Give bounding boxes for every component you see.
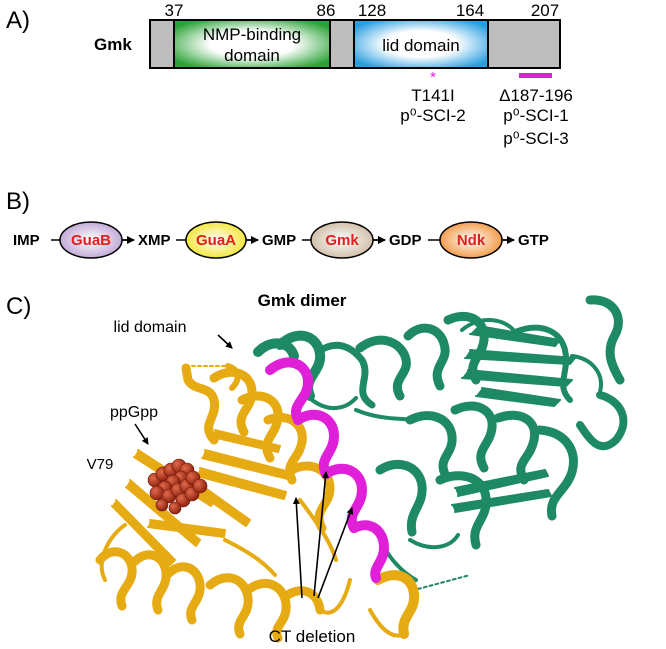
ppgpp-annotation: ppGpp — [110, 404, 158, 421]
deletion-bar-marker — [519, 73, 552, 78]
panel-b-label: B) — [6, 188, 30, 215]
deletion-strain-1: p⁰-SCI-1 — [503, 106, 568, 125]
nmp-domain-label-line2: domain — [224, 46, 280, 65]
enzyme-guaa-label: GuaA — [196, 232, 236, 249]
mutation-asterisk-marker: * — [430, 69, 436, 86]
ct-deletion-arrow-middle — [313, 471, 329, 597]
ppgpp-ligand — [147, 458, 208, 515]
deletion-strain-3: p⁰-SCI-3 — [503, 129, 568, 148]
ct-deletion-arrow-left — [292, 497, 303, 599]
lid-domain — [353, 19, 489, 69]
nmp-domain-label-line1: NMP-binding — [203, 25, 301, 44]
ppgpp-arrow — [134, 423, 149, 445]
position-207: 207 — [531, 1, 559, 20]
enzyme-guab-label: GuaB — [71, 232, 111, 249]
metabolite-gtp: GTP — [518, 232, 549, 249]
position-86: 86 — [317, 1, 336, 20]
mutation-t141i-strain: p⁰-SCI-2 — [400, 106, 465, 125]
metabolite-gmp: GMP — [262, 232, 296, 249]
panel-a-label: A) — [6, 7, 30, 34]
lid-domain-arrow — [217, 334, 233, 349]
enzyme-ndk-label: Ndk — [457, 232, 486, 249]
panel-c-label: C) — [6, 293, 31, 320]
metabolite-gdp: GDP — [389, 232, 422, 249]
lid-domain-label: lid domain — [382, 36, 460, 55]
ct-deletion-annotation: CT deletion — [269, 627, 356, 646]
chain-b-structure — [253, 295, 628, 590]
mutation-t141i-label: T141I — [411, 86, 454, 105]
metabolite-xmp: XMP — [138, 232, 171, 249]
ct-deletion-arrow-right — [317, 507, 354, 599]
gmp-pathway: IMP GuaB XMP GuaA GMP Gmk GDP Ndk GTP — [13, 221, 549, 259]
gmk-domain-bar — [149, 19, 561, 69]
v79-annotation: V79 — [87, 456, 114, 473]
nmp-binding-domain — [173, 19, 331, 69]
enzyme-gmk-label: Gmk — [325, 232, 359, 249]
lid-domain-annotation: lid domain — [114, 319, 187, 336]
position-164: 164 — [456, 1, 484, 20]
ct-deletion-helix — [265, 357, 389, 583]
deletion-label: Δ187-196 — [499, 86, 573, 105]
panel-c-title: Gmk dimer — [258, 291, 347, 310]
metabolite-imp: IMP — [13, 232, 40, 249]
position-37: 37 — [165, 1, 184, 20]
protein-name: Gmk — [94, 35, 132, 54]
position-128: 128 — [358, 1, 386, 20]
